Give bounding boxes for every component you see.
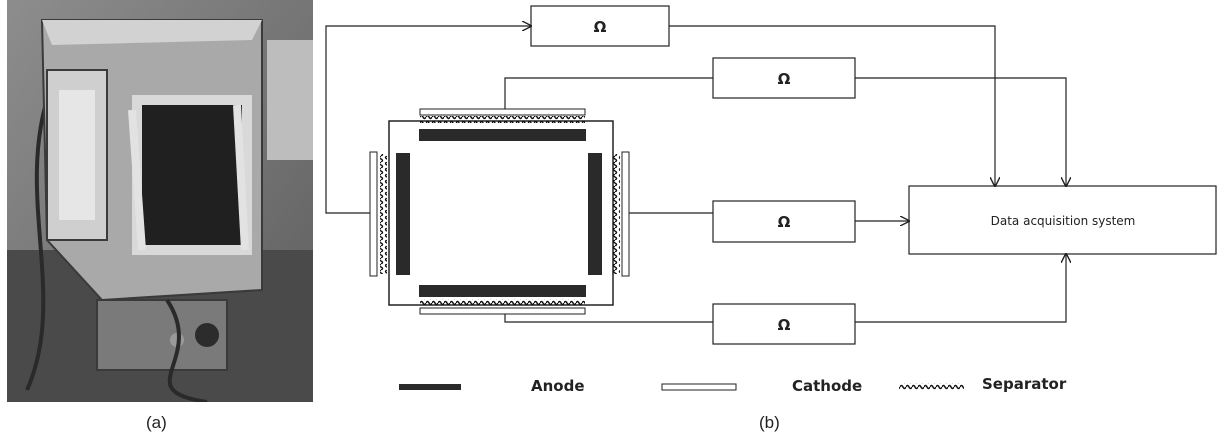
top-anode: [419, 129, 586, 141]
left-cathode: [370, 152, 377, 276]
left-separator: [380, 154, 387, 274]
resistor-3-symbol: Ω: [778, 213, 791, 231]
wiring: [326, 26, 1066, 322]
right-separator: [613, 154, 620, 274]
left-anode: [396, 153, 410, 275]
data-acquisition-label: Data acquisition system: [991, 214, 1136, 228]
legend-cathode-swatch: [662, 384, 736, 390]
legend-anode-swatch: [399, 384, 461, 390]
top-separator: [420, 116, 585, 123]
resistor-2-symbol: Ω: [778, 70, 791, 88]
right-cathode: [622, 152, 629, 276]
legend-cathode-label: Cathode: [792, 377, 862, 395]
bottom-cathode: [420, 308, 585, 314]
resistor-1-symbol: Ω: [594, 18, 607, 36]
panel-b-caption: (b): [759, 413, 780, 433]
top-cathode: [420, 109, 585, 115]
legend-separator-label: Separator: [982, 375, 1067, 393]
reactor-chamber: [389, 121, 613, 305]
bottom-separator: [420, 299, 585, 306]
legend-separator-swatch: [899, 383, 964, 390]
legend-anode-label: Anode: [531, 377, 585, 395]
resistor-4-symbol: Ω: [778, 316, 791, 334]
right-anode: [588, 153, 602, 275]
bottom-anode: [419, 285, 586, 297]
